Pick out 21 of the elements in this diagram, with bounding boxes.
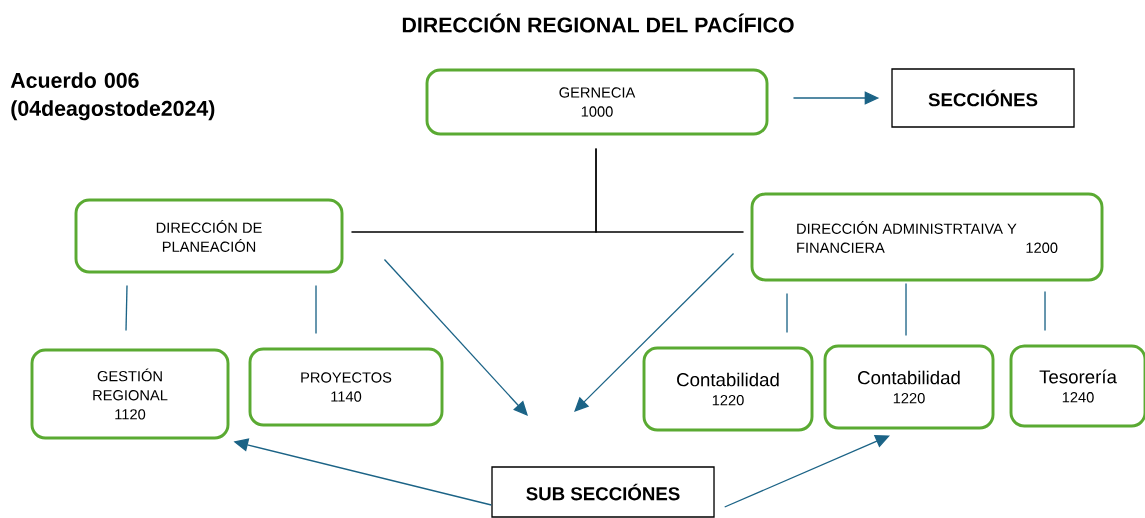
connector-line xyxy=(315,284,317,335)
section-box: SECCIÓNES xyxy=(891,68,1075,128)
unit-box: Contabilidad 1220 xyxy=(823,344,995,430)
connector-line xyxy=(905,282,907,337)
connector-line xyxy=(786,292,788,334)
unit-box: GESTIÓN REGIONAL 1120 xyxy=(30,348,230,440)
title: DIRECCIÓN REGIONAL DEL PACÍFICO xyxy=(402,13,794,33)
connector-line xyxy=(1044,290,1046,332)
unit-box: PROYECTOS 1140 xyxy=(248,347,444,427)
connector-line xyxy=(595,147,745,233)
unit-box: GERNECIA 1000 xyxy=(425,68,769,136)
connector-line xyxy=(125,284,128,332)
unit-box: Contabilidad 1220 xyxy=(642,346,814,432)
arrow xyxy=(724,435,890,508)
arrow xyxy=(574,252,735,412)
arrow xyxy=(383,258,528,416)
unit-box: DIRECCIÓN DE PLANEACIÓN xyxy=(74,198,344,274)
section-box: SUB SECCIÓNES xyxy=(491,466,715,518)
unit-box: Tesorería 1240 xyxy=(1009,344,1145,428)
note-text: Acuerdo 006 (04deagostode2024) xyxy=(10,72,215,121)
unit-box: DIRECCIÓN ADMINISTRTAIVA Y FINANCIERA 1200 xyxy=(750,192,1104,282)
